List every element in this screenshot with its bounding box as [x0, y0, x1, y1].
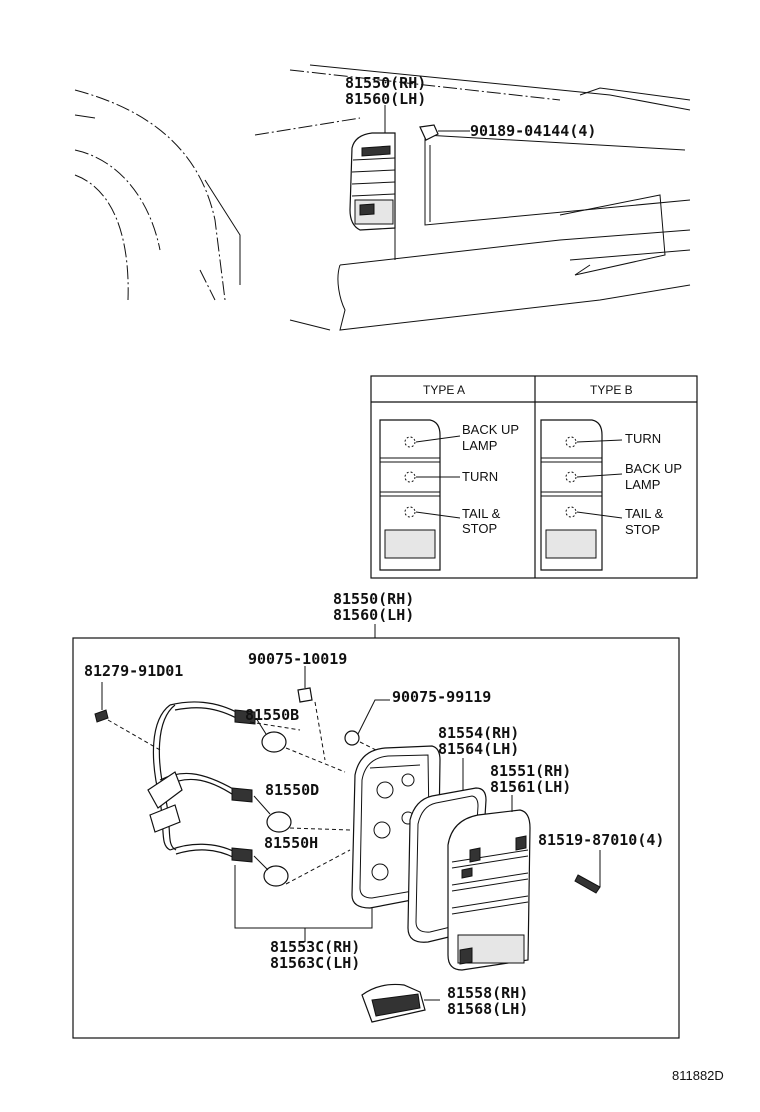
screw-label: 81279-91D01: [84, 662, 183, 680]
clip-illustration: [419, 124, 470, 141]
type-a-header: TYPE A: [423, 383, 465, 397]
type-a-lamp-label: LAMP: [462, 438, 497, 453]
clip-part-label: 90189-04144(4): [470, 122, 596, 140]
type-a-stop-label: STOP: [462, 521, 497, 536]
type-b-header: TYPE B: [590, 383, 633, 397]
assy-rh-label: 81550(RH): [333, 590, 414, 608]
gasket-rh-label: 81554(RH): [438, 724, 519, 742]
type-table: [370, 375, 698, 579]
type-b-back-up-label: BACK UP: [625, 461, 682, 476]
tail-lamp-top-view: [349, 105, 396, 231]
reflector-lh-label: 81568(LH): [447, 1000, 528, 1018]
lens-screw-label: 81519-87010(4): [538, 831, 664, 849]
gasket-lh-label: 81564(LH): [438, 740, 519, 758]
bulb-b-label: 81550B: [245, 706, 299, 724]
type-a-back-up-label: BACK UP: [462, 422, 519, 437]
type-b-lamp-icon: [540, 419, 623, 571]
lens-illustration: [447, 795, 531, 971]
lens-screw-illustration: [574, 850, 601, 894]
assy-lh-label: 81560(LH): [333, 606, 414, 624]
diagram-code: 811882D: [672, 1068, 724, 1083]
exploded-view-frame: [72, 637, 680, 1039]
type-a-tail-label: TAIL &: [462, 506, 501, 521]
type-b-tail-label: TAIL &: [625, 506, 664, 521]
bulb-d-label: 81550D: [265, 781, 319, 799]
lens-rh-label: 81551(RH): [490, 762, 571, 780]
type-b-turn-label: TURN: [625, 431, 661, 446]
nut-1-label: 90075-10019: [248, 650, 347, 668]
nut-2-illustration: [344, 699, 390, 753]
type-a-turn-label: TURN: [462, 469, 498, 484]
socket-lh-label: 81563C(LH): [270, 954, 360, 972]
nut-2-label: 90075-99119: [392, 688, 491, 706]
reflector-illustration: [361, 983, 440, 1023]
top-lamp-rh-label: 81550(RH): [345, 74, 426, 92]
screw-illustration: [94, 682, 161, 751]
vehicle-rear-illustration: [74, 64, 691, 331]
socket-bracket-lines: [234, 865, 373, 942]
type-b-lamp-label: LAMP: [625, 477, 660, 492]
socket-rh-label: 81553C(RH): [270, 938, 360, 956]
lens-lh-label: 81561(LH): [490, 778, 571, 796]
reflector-rh-label: 81558(RH): [447, 984, 528, 1002]
nut-1-illustration: [297, 666, 326, 761]
type-b-stop-label: STOP: [625, 522, 660, 537]
wiring-harness-illustration: [147, 701, 351, 887]
type-a-lamp-icon: [379, 419, 461, 571]
top-lamp-lh-label: 81560(LH): [345, 90, 426, 108]
bulb-h-label: 81550H: [264, 834, 318, 852]
